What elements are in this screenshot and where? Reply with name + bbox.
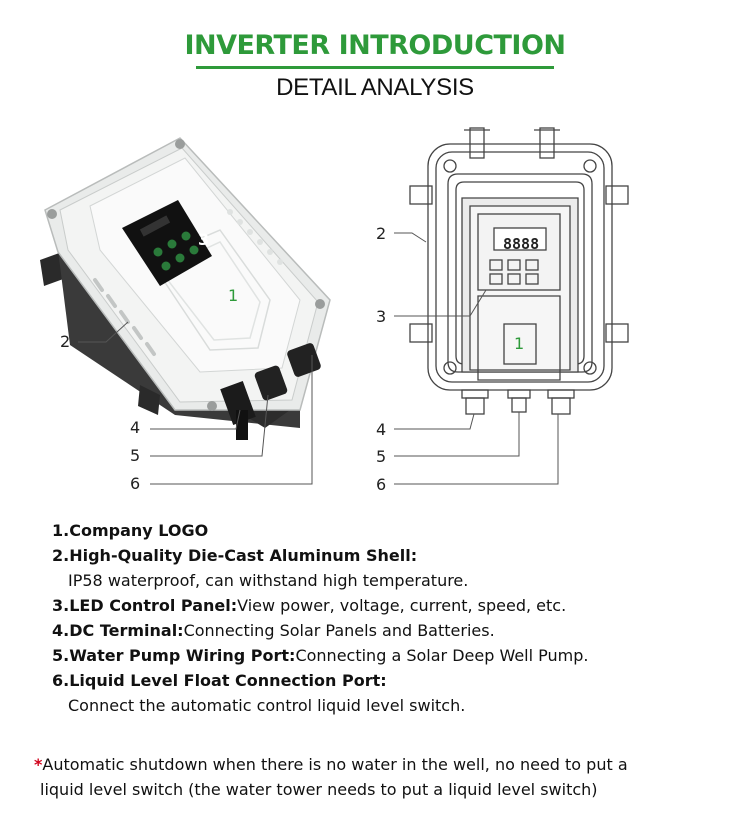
device-label-left-3: 3 xyxy=(198,230,210,249)
feature-item: 1.Company LOGO xyxy=(52,521,209,540)
feature-item-detail: IP58 waterproof, can withstand high temp… xyxy=(68,571,469,590)
inverter-photo xyxy=(40,137,331,440)
page-subtitle: DETAIL ANALYSIS xyxy=(276,74,474,101)
callout-right-2: 2 xyxy=(376,224,387,243)
device-label-right-1: 1 xyxy=(514,334,525,353)
display-readout: 8888 xyxy=(503,235,539,253)
callout-left-2: 2 xyxy=(60,332,71,351)
callout-left-6: 6 xyxy=(130,474,141,493)
inverter-figure: 8888 xyxy=(40,127,629,485)
footnote: *Automatic shutdown when there is no wat… xyxy=(34,752,724,802)
title-underline xyxy=(196,66,554,69)
footnote-line-1: Automatic shutdown when there is no wate… xyxy=(42,755,628,774)
inverter-drawing xyxy=(409,127,629,415)
footnote-line-2: liquid level switch (the water tower nee… xyxy=(40,780,598,799)
device-label-left-1: 1 xyxy=(228,286,239,305)
feature-item: 6.Liquid Level Float Connection Port: xyxy=(52,671,387,690)
callout-right-3: 3 xyxy=(376,307,387,326)
footnote-marker: * xyxy=(34,755,43,774)
feature-item: 4.DC Terminal:Connecting Solar Panels an… xyxy=(52,621,495,640)
feature-list: 1.Company LOGO 2.High-Quality Die-Cast A… xyxy=(52,518,712,718)
callout-right-6: 6 xyxy=(376,475,387,494)
callout-right-4: 4 xyxy=(376,420,387,439)
callout-right-5: 5 xyxy=(376,447,387,466)
feature-item: 5.Water Pump Wiring Port:Connecting a So… xyxy=(52,646,589,665)
page-title: INVERTER INTRODUCTION xyxy=(184,30,566,61)
feature-item-detail: Connect the automatic control liquid lev… xyxy=(68,696,466,715)
callout-left-4: 4 xyxy=(130,418,141,437)
feature-item: 2.High-Quality Die-Cast Aluminum Shell: xyxy=(52,546,418,565)
feature-item: 3.LED Control Panel:View power, voltage,… xyxy=(52,596,567,615)
callout-left-5: 5 xyxy=(130,446,141,465)
